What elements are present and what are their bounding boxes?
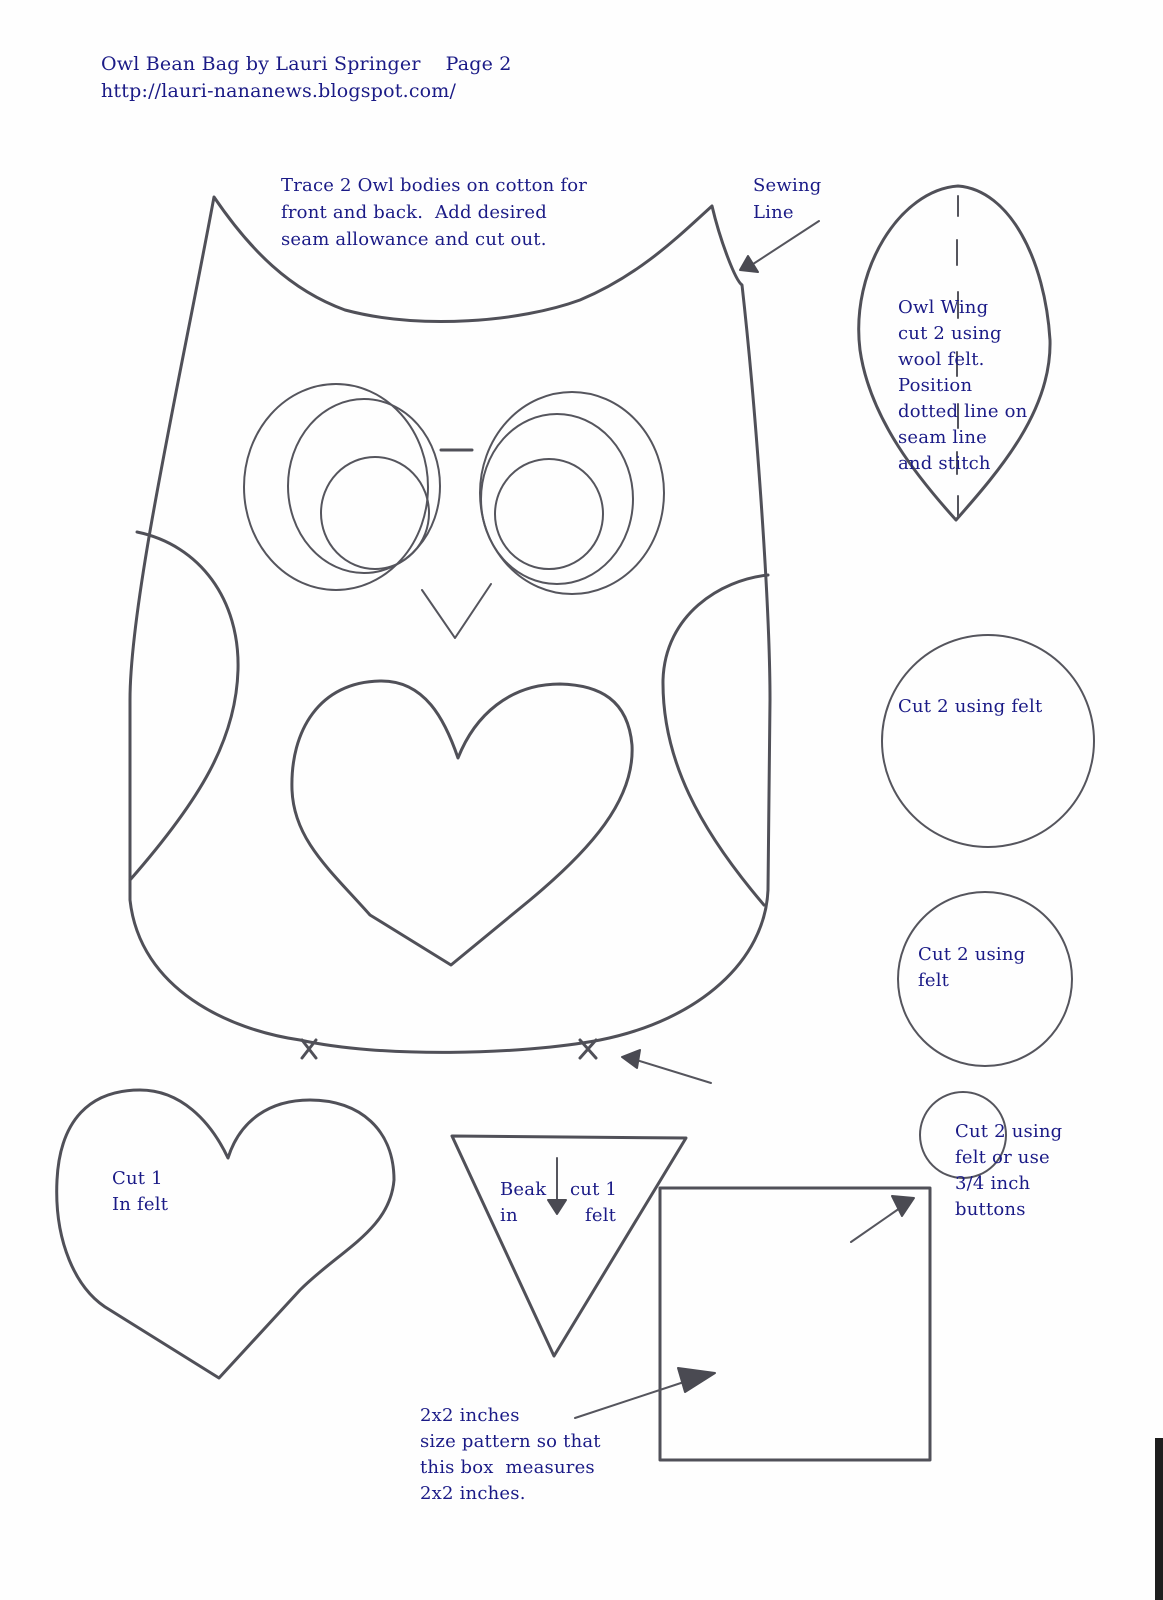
scan-edge-shadow — [1155, 1438, 1163, 1600]
medium-circle-label-line: Cut 2 using — [918, 944, 1026, 965]
medium-circle-outline — [897, 891, 1073, 1067]
scale-box-label-line: 2x2 inches. — [420, 1483, 526, 1504]
small-circle-label-line: 3/4 inch — [955, 1173, 1031, 1194]
owl-body-beak — [421, 583, 492, 639]
right-eye-inner — [494, 458, 604, 570]
sewing-line-label-line: Line — [753, 202, 794, 223]
right-eye-middle — [480, 413, 634, 585]
owl-body-left-wing-line — [128, 530, 240, 882]
sewing-line-arrowhead — [739, 255, 759, 273]
beak-label-word: felt — [585, 1205, 617, 1226]
beak-grain-arrowhead — [547, 1199, 567, 1215]
instruction-line: Trace 2 Owl bodies on cotton for — [281, 175, 588, 196]
small-circle-label-line: felt or use — [955, 1147, 1050, 1168]
sewing-line-arrow-shaft — [749, 220, 820, 267]
opening-mark-left — [300, 1038, 318, 1060]
owl-body-right-wing-line — [661, 573, 770, 907]
scale-arrow-shaft — [574, 1379, 691, 1419]
left-eye-middle — [287, 398, 441, 574]
buttons-arrowhead — [891, 1195, 915, 1217]
small-circle-outline — [919, 1091, 1007, 1179]
page-title: Owl Bean Bag by Lauri Springer Page 2 — [101, 53, 512, 75]
wing-label-line: dotted line on — [898, 401, 1028, 422]
wing-label-line: Position — [898, 375, 973, 396]
scale-box-label-line: 2x2 inches — [420, 1405, 520, 1426]
opening-arrowhead — [621, 1049, 641, 1069]
small-circle-label-line: Cut 2 using — [955, 1121, 1063, 1142]
opening-mark-right — [578, 1038, 598, 1060]
wing-label-line: seam line — [898, 427, 987, 448]
beak-label-word: Beak — [500, 1179, 547, 1200]
wing-label-line: Owl Wing — [898, 297, 989, 318]
wing-label-line: wool felt. — [898, 349, 985, 370]
instruction-line: seam allowance and cut out. — [281, 229, 547, 250]
beak-piece-outline — [450, 1134, 688, 1358]
right-eye-outer — [479, 391, 665, 595]
owl-body-outline — [128, 195, 772, 1054]
left-eye-inner — [320, 456, 430, 570]
beak-label-word: in — [500, 1205, 518, 1226]
small-circle-label-line: buttons — [955, 1199, 1026, 1220]
sewing-line-label-line: Sewing — [753, 175, 822, 196]
scale-box-outline — [658, 1186, 932, 1462]
left-eye-outer — [243, 383, 429, 591]
scale-box-label-line: this box measures — [420, 1457, 595, 1478]
wing-outline — [857, 184, 1052, 522]
heart-label-line: In felt — [112, 1194, 169, 1215]
scale-box-label-line: size pattern so that — [420, 1431, 601, 1452]
wing-label-line: cut 2 using — [898, 323, 1002, 344]
buttons-arrow-shaft — [850, 1207, 901, 1243]
heart-piece-outline — [55, 1088, 396, 1380]
large-circle-label: Cut 2 using felt — [898, 696, 1043, 717]
owl-body-heart — [290, 679, 634, 967]
beak-label-word: cut 1 — [570, 1179, 618, 1200]
wing-dotted-line — [956, 195, 959, 517]
large-circle-outline — [881, 634, 1095, 848]
blog-url[interactable]: http://lauri-nananews.blogspot.com/ — [101, 80, 457, 102]
wing-label-line: and stitch — [898, 453, 991, 474]
opening-arrow-shaft — [629, 1057, 712, 1084]
medium-circle-label-line: felt — [918, 970, 950, 991]
scale-arrowhead — [677, 1367, 716, 1393]
instruction-line: front and back. Add desired — [281, 202, 547, 223]
heart-label-line: Cut 1 — [112, 1168, 163, 1189]
